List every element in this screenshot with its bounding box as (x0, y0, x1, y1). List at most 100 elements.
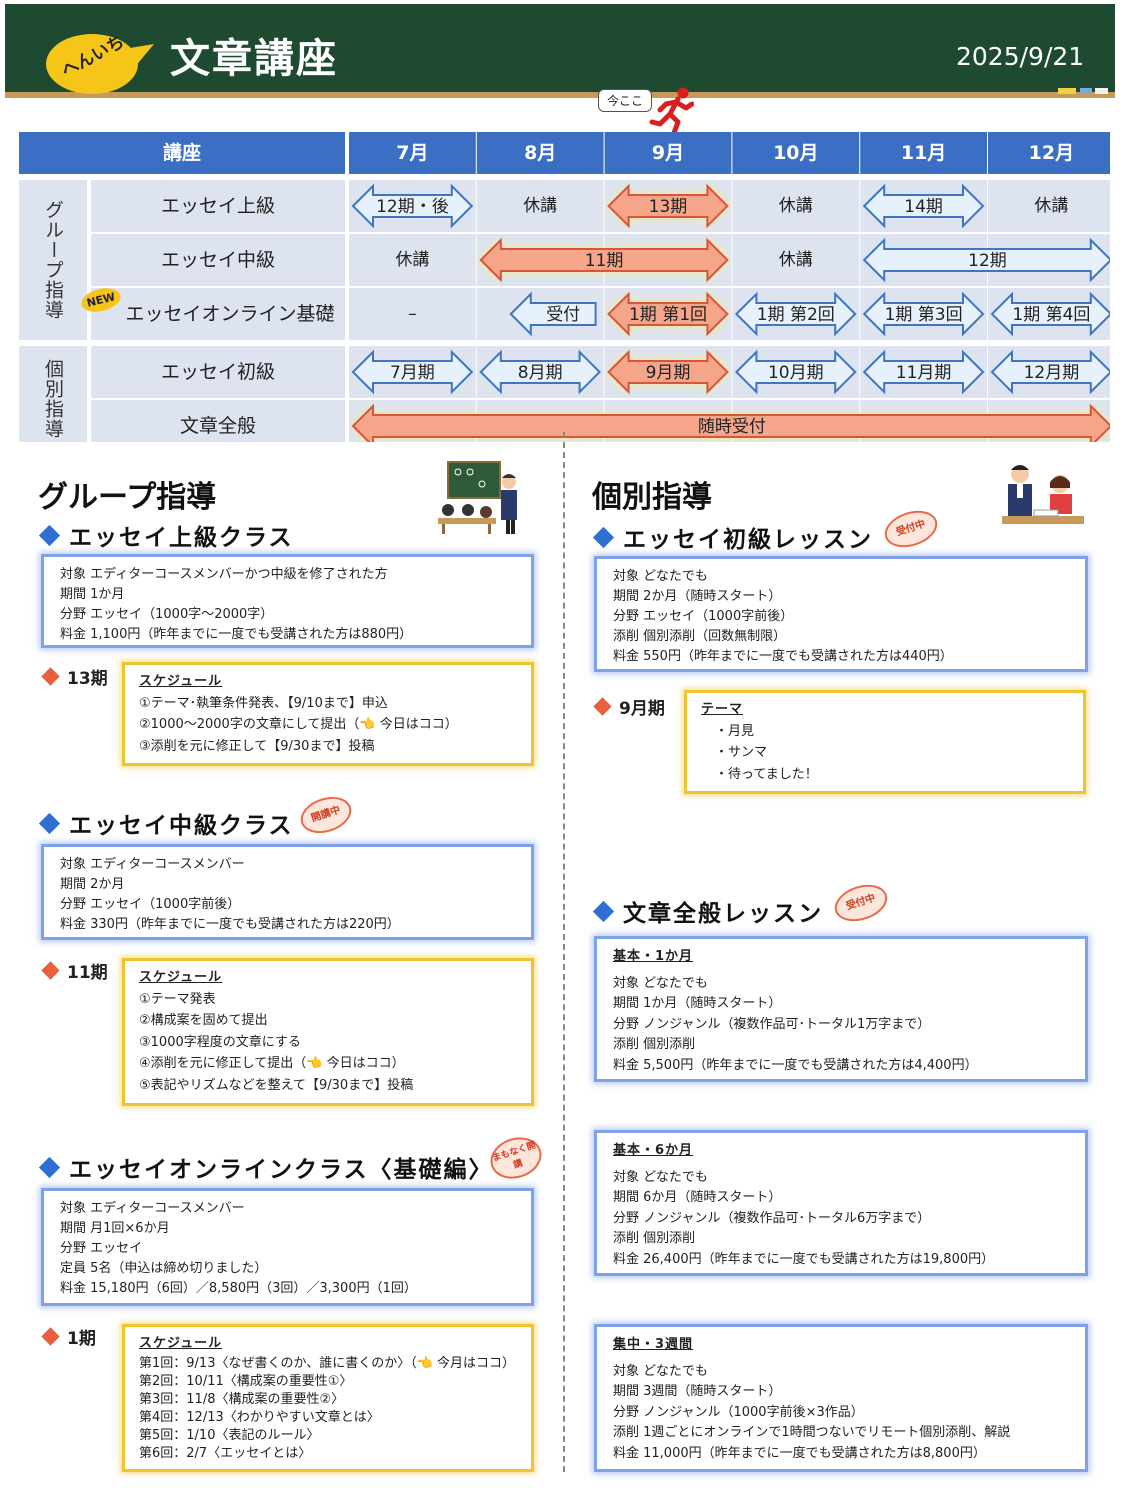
month-header: 7月 (396, 142, 428, 164)
period-label: 1期 第1回 (629, 305, 707, 325)
schedule-item: ①テーマ発表 (139, 991, 216, 1007)
info-line: 分野 エッセイ (60, 1241, 143, 1256)
info-line: 定員 5名（申込は締め切りました） (60, 1261, 268, 1276)
current-period-arrow (351, 403, 1110, 442)
month-cell (349, 234, 476, 286)
schedule-item: ②構成案を固めて提出 (139, 1013, 268, 1028)
status-stamp: まもなく開講 (485, 1130, 547, 1186)
diamond-bullet-icon (592, 900, 615, 923)
schedule-item: 第5回：1/10〈表記のルール〉 (139, 1428, 320, 1443)
period-label: 1期 第2回 (757, 305, 835, 325)
schedule-item: ②1000～2000字の文章にして提出（👈 今日はココ） (139, 717, 458, 732)
group-label-cell (19, 180, 87, 340)
month-cell (349, 288, 476, 340)
info-line: 料金 5,500円（昨年までに一度でも受講された方は4,400円） (613, 1057, 978, 1073)
period-arrow (862, 183, 985, 229)
status-stamp: 受付中 (830, 878, 892, 928)
period-arrow (734, 349, 857, 395)
schedule-item: 第6回：2/7〈エッセイとは〉 (139, 1446, 312, 1461)
month-cell (732, 234, 860, 286)
period-arrow (990, 291, 1110, 337)
course-name: エッセイ上級 (161, 195, 275, 217)
info-line: 期間 1か月 (60, 587, 125, 602)
theme-title: テーマ (701, 702, 744, 717)
table-header-cell (860, 132, 987, 174)
period-label: 12月期 (1024, 363, 1080, 383)
column-divider (563, 432, 565, 1472)
online-term: 1期 (41, 1324, 96, 1349)
month-cell (988, 180, 1110, 232)
month-header: 8月 (524, 142, 556, 164)
schedule-cell-text: 休講 (395, 250, 429, 270)
teacher-blackboard-icon (438, 461, 517, 534)
info-line: 期間 1か月（随時スタート） (613, 996, 782, 1011)
tutor-student-icon (1002, 465, 1084, 524)
schedule-item: ③添削を元に修正して【9/30まで】投稿 (139, 738, 375, 754)
schedule-cell-text: – (408, 304, 417, 324)
status-stamp: 受付中 (880, 504, 942, 554)
period-arrow (862, 349, 985, 395)
course-cell (91, 234, 345, 286)
current-period-arrow (607, 183, 729, 229)
period-label: 11月期 (896, 363, 952, 383)
group-heading: グループ指導 (38, 480, 217, 515)
schedule-title: スケジュール (139, 674, 223, 689)
info-line: 対象 どなたでも (613, 975, 708, 991)
diamond-bullet-icon (593, 696, 612, 716)
page-title: 文章講座 (170, 36, 338, 82)
speech-bubble-icon (46, 34, 154, 94)
info-line: 対象 どなたでも (613, 1363, 708, 1379)
plan-title: 集中・3週間 (613, 1337, 694, 1352)
table-header-cell (604, 132, 732, 174)
info-line: 料金 15,180円（6回）／8,580円（3回）／3,300円（1回） (60, 1281, 417, 1296)
intermediate-schedule-box: スケジュール ①テーマ発表 ②構成案を固めて提出 ③1000字程度の文章にする … (122, 958, 534, 1106)
table-header-cell (476, 132, 604, 174)
period-label: 受付 (546, 305, 580, 325)
general-plan-box: 基本・6か月 対象 どなたでも 期間 6か月（随時スタート） 分野 ノンジャンル… (594, 1130, 1088, 1276)
info-line: 分野 エッセイ（1000字前後） (60, 897, 241, 912)
period-label: 11期 (585, 251, 624, 271)
advanced-class-title: エッセイ上級クラス (38, 518, 294, 552)
beginner-lesson-title: エッセイ初級レッスン (592, 520, 873, 554)
now-marker-label: 今ここ (598, 89, 653, 112)
period-label: 9月期 (646, 363, 691, 383)
chalk-icon (1058, 88, 1108, 94)
info-line: 対象 エディターコースメンバー (60, 1201, 245, 1216)
chalkboard-header (5, 4, 1115, 98)
schedule-item: 第4回：12/13〈わかりやすい文章とは〉 (139, 1410, 380, 1425)
info-line: 添削 個別添削 (613, 1231, 696, 1246)
beginner-theme-box: テーマ ・月見 ・サンマ ・待ってました！ (684, 690, 1086, 794)
info-line: 期間 3週間（随時スタート） (613, 1384, 782, 1399)
page-date: 2025/9/21 (956, 42, 1085, 71)
month-cell (476, 180, 604, 232)
beginner-info-box: 対象 どなたでも 期間 2か月（随時スタート） 分野 エッセイ（1000字前後）… (594, 556, 1088, 672)
course-name: エッセイオンライン基礎 (125, 303, 334, 325)
running-person-icon (649, 87, 694, 134)
current-period-arrow (607, 349, 729, 395)
info-line: 分野 ノンジャンル（複数作品可･トータル1万字まで） (613, 1016, 931, 1032)
course-name: エッセイ中級 (161, 249, 275, 271)
advanced-term: 13期 (41, 664, 108, 689)
intermediate-term: 11期 (41, 958, 108, 983)
new-badge (81, 288, 121, 312)
period-label: 12期・後 (376, 197, 449, 217)
period-label: 1期 第4回 (1012, 305, 1090, 325)
period-label: 1期 第3回 (885, 305, 963, 325)
schedule-cell-text: 休講 (523, 196, 557, 216)
info-line: 対象 どなたでも (613, 569, 708, 584)
info-line: 期間 2か月 (60, 877, 125, 892)
period-label: 7月期 (390, 363, 435, 383)
period-label: 10月期 (768, 363, 824, 383)
diamond-bullet-icon (41, 666, 60, 686)
online-info-box: 対象 エディターコースメンバー 期間 月1回×6か月 分野 エッセイ 定員 5名… (41, 1188, 534, 1306)
schedule-title: スケジュール (139, 1336, 223, 1351)
month-cell (732, 180, 860, 232)
info-line: 分野 エッセイ（1000字前後） (613, 609, 794, 624)
group-label: 個別指導 (42, 359, 64, 439)
schedule-item: ①テーマ･執筆条件発表、【9/10まで】申込 (139, 695, 388, 711)
schedule-item: ④添削を元に修正して提出（👈 今日はココ） (139, 1056, 405, 1071)
group-label-cell (19, 346, 87, 442)
schedule-item: 第1回：9/13〈なぜ書くのか、誰に書くのか〉（👈 今月はココ） (139, 1356, 516, 1371)
course-cell (91, 346, 345, 398)
